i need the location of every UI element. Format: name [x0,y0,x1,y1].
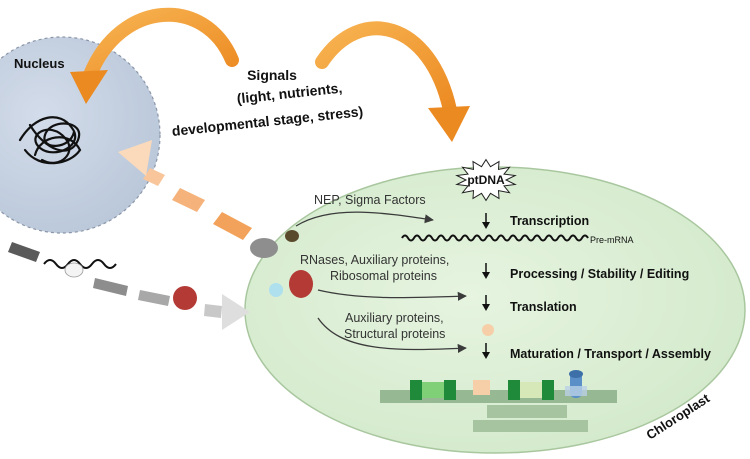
step-processing: Processing / Stability / Editing [510,267,689,281]
protein-import-icon [173,286,197,310]
signals-line2: (light, nutrients, [236,80,343,107]
signal-arrow-to-chloroplast [315,21,457,117]
label-nep-sigma: NEP, Sigma Factors [314,193,426,207]
signals-line3: developmental stage, stress) [171,103,364,139]
step-maturation: Maturation / Transport / Assembly [510,347,711,361]
factor-red-icon [289,270,313,298]
label-aux-line2: Structural proteins [344,327,445,341]
nascent-protein-icon [482,324,494,336]
import-arrow [8,242,250,330]
membrane-complex-2 [473,380,490,395]
step-transcription: Transcription [510,214,589,228]
label-rnases-line1: RNases, Auxiliary proteins, [300,253,449,267]
factor-brown-icon [285,230,299,242]
arrow-nep-to-transcription [295,211,434,227]
step-arrows [482,213,490,359]
factor-gray-icon [250,238,278,258]
chromatin-icon [18,116,82,165]
membrane-complex-3 [508,380,554,400]
label-aux-line1: Auxiliary proteins, [345,311,444,325]
ptdna-label: ptDNA [467,173,505,187]
label-rnases-line2: Ribosomal proteins [330,269,437,283]
step-translation: Translation [510,300,577,314]
signal-arrowhead-chloroplast [428,106,470,142]
pre-mrna-label: Pre-mRNA [590,235,634,245]
signals-title: Signals [247,67,297,83]
factor-blue-icon [269,283,283,297]
membrane-complex-1 [410,380,456,400]
arrow-aux-to-maturation [317,317,467,353]
ptdna-icon: ptDNA [455,158,517,202]
mrna-export-icon [43,259,117,269]
signal-arrowhead-nucleus [70,70,108,104]
ribosome-small-icon [64,262,84,278]
arrow-rnases-to-processing [317,289,467,301]
thylakoid-membranes [380,390,617,432]
retrograde-arrow [118,140,252,240]
signal-arrow-to-nucleus [83,7,239,82]
membrane-complex-4 [565,370,587,398]
pre-mrna-wave [401,234,589,242]
nucleus-label: Nucleus [14,56,65,71]
